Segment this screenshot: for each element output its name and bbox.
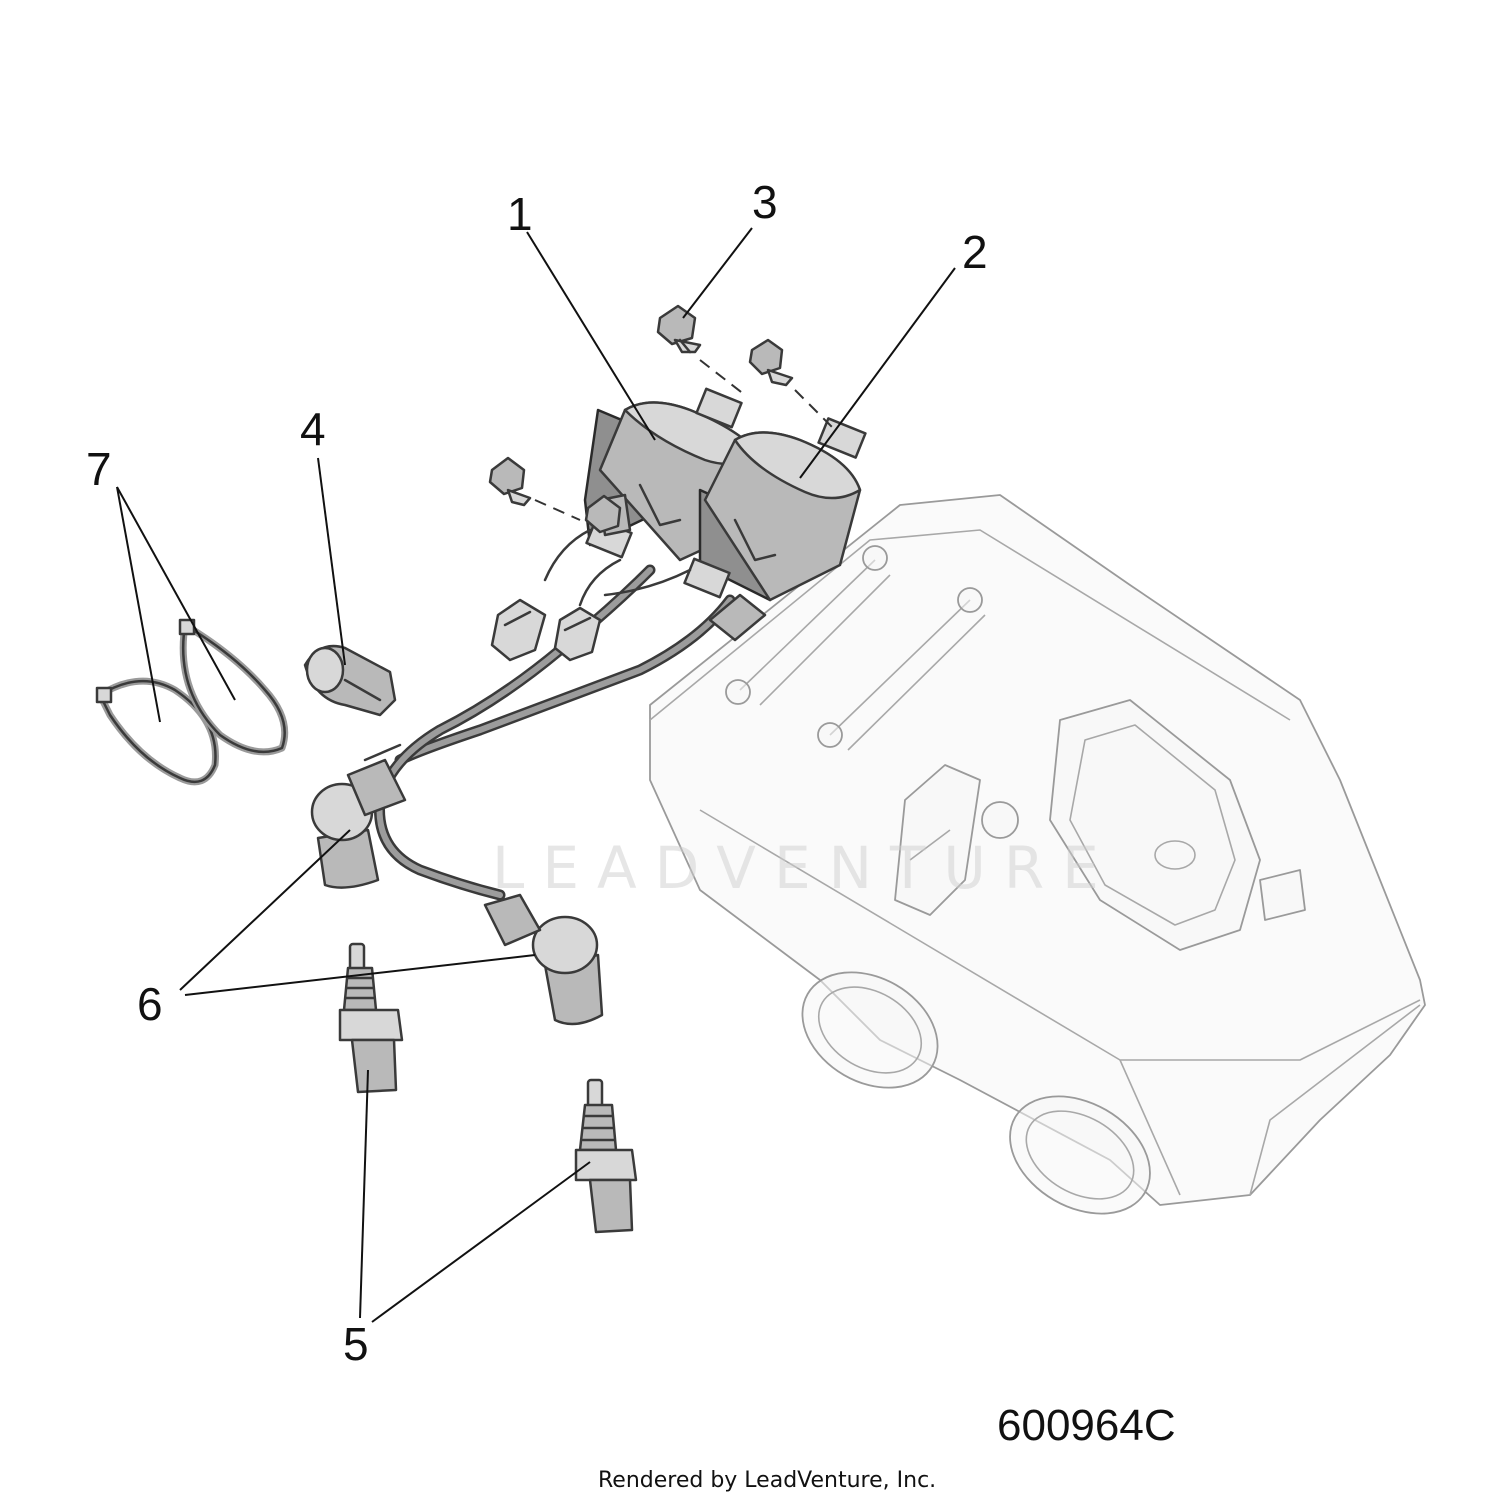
leader-line-5a [359, 1069, 369, 1319]
leader-line-6a [179, 829, 351, 991]
part-4-wire-clip [303, 644, 397, 717]
figure-number: 600964C [997, 1401, 1176, 1450]
harness-connector-left [490, 598, 547, 662]
part-2-ignition-coil [683, 417, 867, 602]
watermark-text: LEADVENTURE [492, 834, 1117, 902]
leader-line-7a [116, 486, 161, 723]
part-3-mounting-bolts [488, 304, 836, 534]
part-5-spark-plug-right [574, 1078, 638, 1234]
callout-1: 1 [507, 188, 533, 240]
harness-connector-right [553, 606, 602, 662]
leader-line-5b [371, 1161, 591, 1323]
bolt-lower-left [488, 456, 532, 507]
bolt-alignment-line [699, 359, 746, 396]
leader-line-1 [526, 231, 656, 441]
airbox-housing [649, 494, 1426, 1215]
leader-line-2 [799, 267, 956, 479]
footer-credit: Rendered by LeadVenture, Inc. [598, 1468, 936, 1493]
callout-4: 4 [300, 403, 326, 455]
part-7-cable-ties [95, 618, 289, 786]
leader-line-7b [116, 486, 236, 701]
part-6-spark-plug-cap-right [483, 893, 604, 1026]
part-6-spark-plug-cap-left [310, 743, 407, 889]
callout-7: 7 [86, 443, 112, 495]
bolt-alignment-line [794, 389, 836, 431]
leader-line-6b [184, 954, 536, 996]
callout-6: 6 [137, 978, 163, 1030]
bolt-alignment-line [534, 499, 581, 521]
callout-5: 5 [343, 1318, 369, 1370]
bolt-upper-right [748, 338, 794, 387]
leader-line-4 [317, 457, 346, 666]
callout-2: 2 [962, 226, 988, 278]
part-5-spark-plug-left [338, 942, 404, 1094]
callout-3: 3 [752, 176, 778, 228]
bolt-lower-center [584, 494, 622, 534]
leader-lines [116, 227, 956, 1323]
bolt-upper-left [656, 304, 702, 354]
coil-wire-harness [374, 528, 767, 901]
leader-line-3 [682, 227, 753, 319]
